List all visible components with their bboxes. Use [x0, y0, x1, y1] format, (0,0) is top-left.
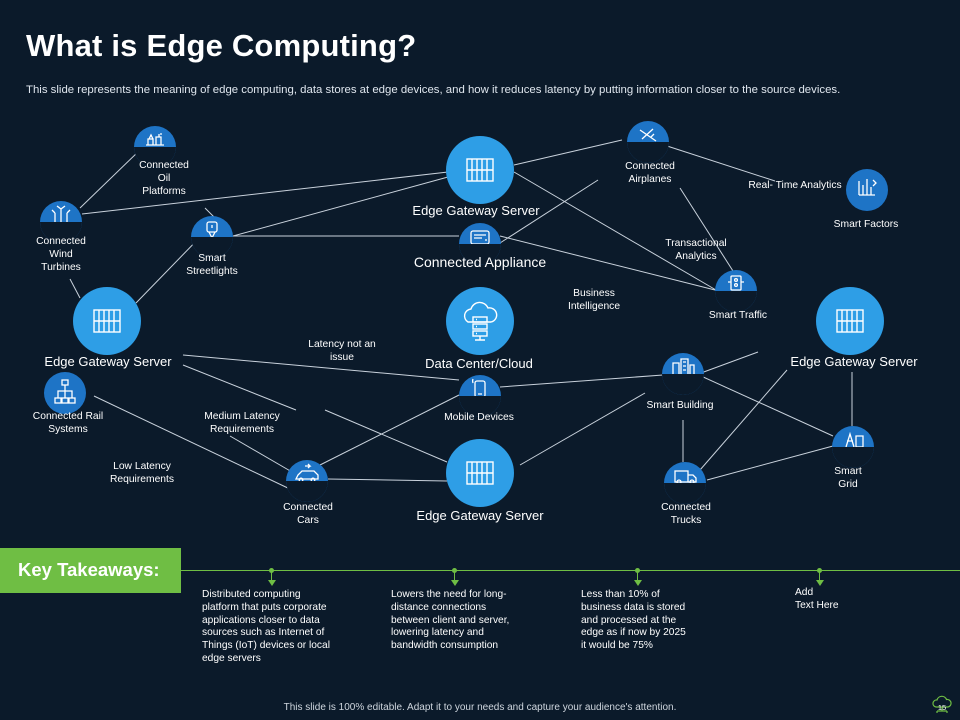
takeaways-timeline — [181, 570, 960, 571]
takeaway-arrow-icon — [634, 580, 642, 586]
label-connected-trucks: Connected Trucks — [661, 502, 711, 526]
takeaway-stem — [819, 570, 820, 584]
key-takeaways-label: Key Takeaways: — [18, 559, 160, 580]
label-connected-cars: Connected Cars — [283, 502, 333, 526]
label-smart-grid: Smart Grid — [834, 466, 862, 490]
takeaway-1: Distributed computing platform that puts… — [202, 589, 330, 664]
data-center-cloud-icon — [446, 287, 514, 355]
page-number: 15 — [937, 703, 947, 712]
label-connected-appliance: Connected Appliance — [413, 254, 547, 270]
label-real-time-analytics: Real- Time Analytics — [748, 180, 842, 191]
edge-gateway-server-left-icon — [73, 287, 141, 355]
takeaway-stem — [637, 570, 638, 584]
label-airplanes: Connected Airplanes — [625, 161, 675, 185]
smart-building-icon — [662, 353, 704, 395]
wind-turbine-icon — [40, 201, 82, 243]
label-gateway-right: Edge Gateway Server — [790, 354, 918, 369]
label-business-intelligence: Business Intelligence — [567, 288, 621, 312]
smart-traffic-icon — [715, 270, 757, 312]
label-gateway-top: Edge Gateway Server — [412, 203, 540, 218]
appliance-icon — [459, 223, 501, 265]
takeaway-stem — [271, 570, 272, 584]
label-medium-latency: Medium Latency Requirements — [204, 411, 280, 435]
label-low-latency: Low Latency Requirements — [109, 461, 175, 485]
label-gateway-bottom: Edge Gateway Server — [416, 508, 544, 523]
label-data-center-cloud: Data Center/Cloud — [425, 356, 533, 371]
takeaway-arrow-icon — [816, 580, 824, 586]
slide-footer: This slide is 100% editable. Adapt it to… — [283, 702, 677, 713]
oil-platform-icon — [134, 126, 176, 168]
takeaway-arrow-icon — [451, 580, 459, 586]
label-mobile-devices: Mobile Devices — [444, 412, 514, 423]
takeaway-4: Add Text Here — [795, 587, 839, 611]
label-smart-building: Smart Building — [646, 400, 714, 411]
car-icon — [286, 460, 328, 502]
takeaway-arrow-icon — [268, 580, 276, 586]
edge-gateway-server-top-icon — [446, 136, 514, 204]
label-smart-factors: Smart Factors — [833, 219, 899, 230]
label-streetlights: Smart Streetlights — [186, 253, 238, 277]
label-latency-not-an-issue: Latency not an issue — [308, 339, 376, 363]
label-smart-traffic: Smart Traffic — [708, 310, 768, 321]
smart-grid-icon — [832, 426, 874, 468]
truck-icon — [664, 462, 706, 504]
slide-subtitle: This slide represents the meaning of edg… — [26, 84, 841, 96]
slide-title: What is Edge Computing? — [26, 28, 417, 63]
cloud-network-icon — [932, 695, 952, 713]
airplane-icon — [627, 121, 669, 163]
label-transactional-analytics: Transactional Analytics — [665, 238, 727, 262]
edge-gateway-server-right-icon — [816, 287, 884, 355]
rail-system-icon — [44, 372, 86, 414]
edge-gateway-server-bottom-icon — [446, 439, 514, 507]
takeaway-stem — [454, 570, 455, 584]
takeaway-2: Lowers the need for long- distance conne… — [391, 589, 510, 652]
streetlight-icon — [191, 216, 233, 258]
key-takeaways-banner: Key Takeaways: — [0, 548, 181, 593]
label-oil-platforms: Connected Oil Platforms — [139, 160, 189, 197]
mobile-device-icon — [459, 375, 501, 417]
analytics-icon — [846, 169, 888, 211]
label-gateway-left: Edge Gateway Server — [44, 354, 172, 369]
label-wind-turbines: Connected Wind Turbines — [36, 236, 86, 273]
label-rail-systems: Connected Rail Systems — [32, 411, 104, 435]
takeaway-3: Less than 10% of business data is stored… — [581, 589, 686, 652]
